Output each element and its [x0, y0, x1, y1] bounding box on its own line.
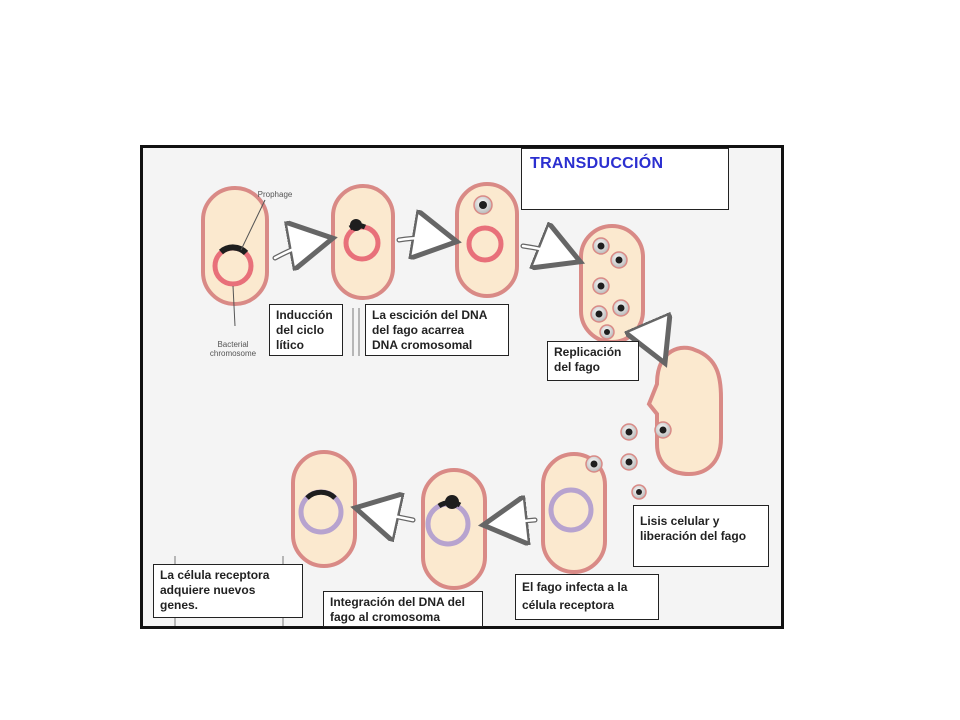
cell-integration: [421, 468, 487, 590]
cell-replication: [579, 224, 645, 344]
diagram-title: TRANSDUCCIÓN: [530, 155, 664, 172]
step-excision: La escición del DNA del fago acarrea DNA…: [365, 304, 509, 356]
step-replication: Replicación del fago: [547, 341, 639, 381]
cell-recombinant: [291, 450, 357, 568]
cell-lysis: [620, 345, 723, 500]
prophage-segment: [219, 244, 249, 256]
bacterial-chromosome-label: Bacterial chromosome: [209, 340, 257, 358]
prophage-label: Prophage: [257, 190, 293, 199]
step-lysis: Lisis celular y liberación del fago: [633, 505, 769, 567]
cell-donor-prophage: [201, 186, 269, 327]
cell-excision: [455, 182, 519, 298]
step-infection: El fago infecta a la célula receptora: [515, 574, 659, 620]
title-box: TRANSDUCCIÓN: [521, 148, 729, 210]
transduction-diagram: [174, 182, 723, 626]
cell-infection: [541, 452, 607, 574]
diagram-frame: TRANSDUCCIÓN Prophage Bacterial chromoso…: [140, 145, 784, 629]
step-acquisition: La célula receptora adquiere nuevos gene…: [153, 564, 303, 618]
cell-induction: [331, 184, 395, 300]
step-induction: Inducción del ciclo lítico: [269, 304, 343, 356]
step-integration: Integración del DNA del fago al cromosom…: [323, 591, 483, 627]
